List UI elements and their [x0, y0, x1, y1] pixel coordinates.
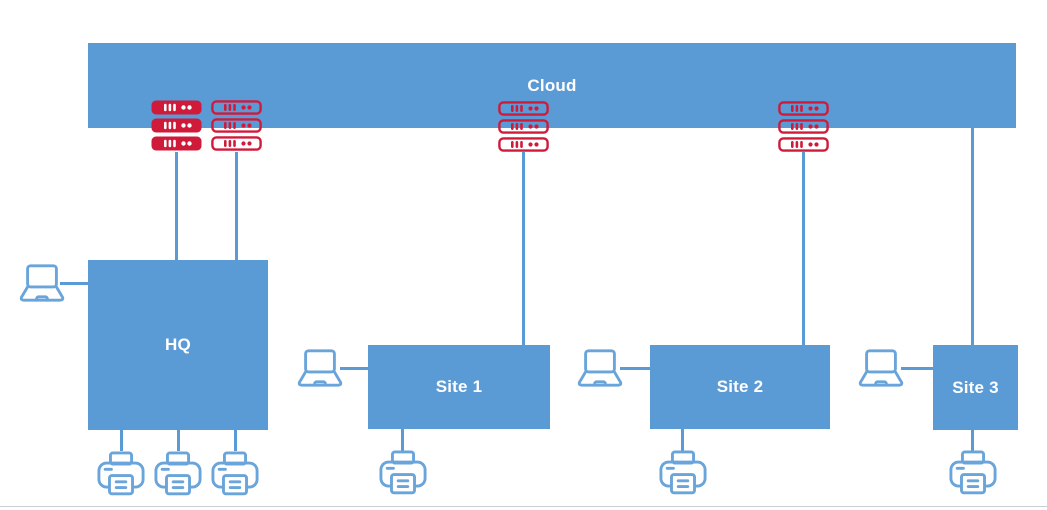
connector-hq-server1[interactable] [175, 152, 178, 260]
connector-laptop-hq[interactable] [60, 282, 88, 285]
printer-icon[interactable] [379, 449, 427, 502]
server-unit-icon [151, 136, 202, 151]
hq-label: HQ [165, 335, 191, 354]
site1-node[interactable]: Site 1 [368, 345, 550, 429]
printer-icon[interactable] [211, 450, 259, 503]
connector-site2-printer[interactable] [681, 429, 684, 451]
printer-icon[interactable] [154, 450, 202, 503]
connector-laptop-site3[interactable] [901, 367, 933, 370]
laptop-icon[interactable] [857, 347, 905, 391]
server-rack-outline-icon[interactable] [778, 101, 829, 152]
connector-hq-printer1[interactable] [120, 430, 123, 451]
connector-hq-printer2[interactable] [177, 430, 180, 451]
cloud-label: Cloud [527, 75, 577, 95]
connector-site1-printer[interactable] [401, 429, 404, 451]
server-unit-icon [211, 100, 262, 115]
connector-hq-server2[interactable] [235, 152, 238, 260]
site1-label: Site 1 [435, 377, 483, 396]
connector-hq-printer3[interactable] [234, 430, 237, 451]
laptop-icon[interactable] [296, 347, 344, 391]
site2-node[interactable]: Site 2 [650, 345, 830, 429]
server-unit-icon [151, 100, 202, 115]
site2-label: Site 2 [716, 377, 764, 396]
laptop-icon[interactable] [18, 262, 66, 306]
connector-cloud-site1[interactable] [522, 152, 525, 345]
server-unit-icon [211, 136, 262, 151]
hq-node[interactable]: HQ [88, 260, 268, 430]
laptop-icon[interactable] [576, 347, 624, 391]
server-unit-icon [778, 101, 829, 116]
server-unit-icon [778, 119, 829, 134]
server-rack-outline-icon[interactable] [211, 100, 262, 151]
printer-icon[interactable] [949, 449, 997, 502]
server-unit-icon [498, 137, 549, 152]
connector-site3-printer[interactable] [971, 429, 974, 451]
printer-icon[interactable] [97, 450, 145, 503]
connector-cloud-site2[interactable] [802, 152, 805, 345]
connector-laptop-site1[interactable] [340, 367, 368, 370]
server-unit-icon [498, 101, 549, 116]
printer-icon[interactable] [659, 449, 707, 502]
site3-node[interactable]: Site 3 [933, 345, 1018, 430]
connector-cloud-site3[interactable] [971, 128, 974, 345]
server-unit-icon [778, 137, 829, 152]
page-edge-line [0, 506, 1047, 507]
server-unit-icon [498, 119, 549, 134]
server-rack-filled-icon[interactable] [151, 100, 202, 151]
connector-laptop-site2[interactable] [620, 367, 650, 370]
site3-label: Site 3 [952, 377, 999, 397]
server-unit-icon [151, 118, 202, 133]
server-rack-outline-icon[interactable] [498, 101, 549, 152]
server-unit-icon [211, 118, 262, 133]
